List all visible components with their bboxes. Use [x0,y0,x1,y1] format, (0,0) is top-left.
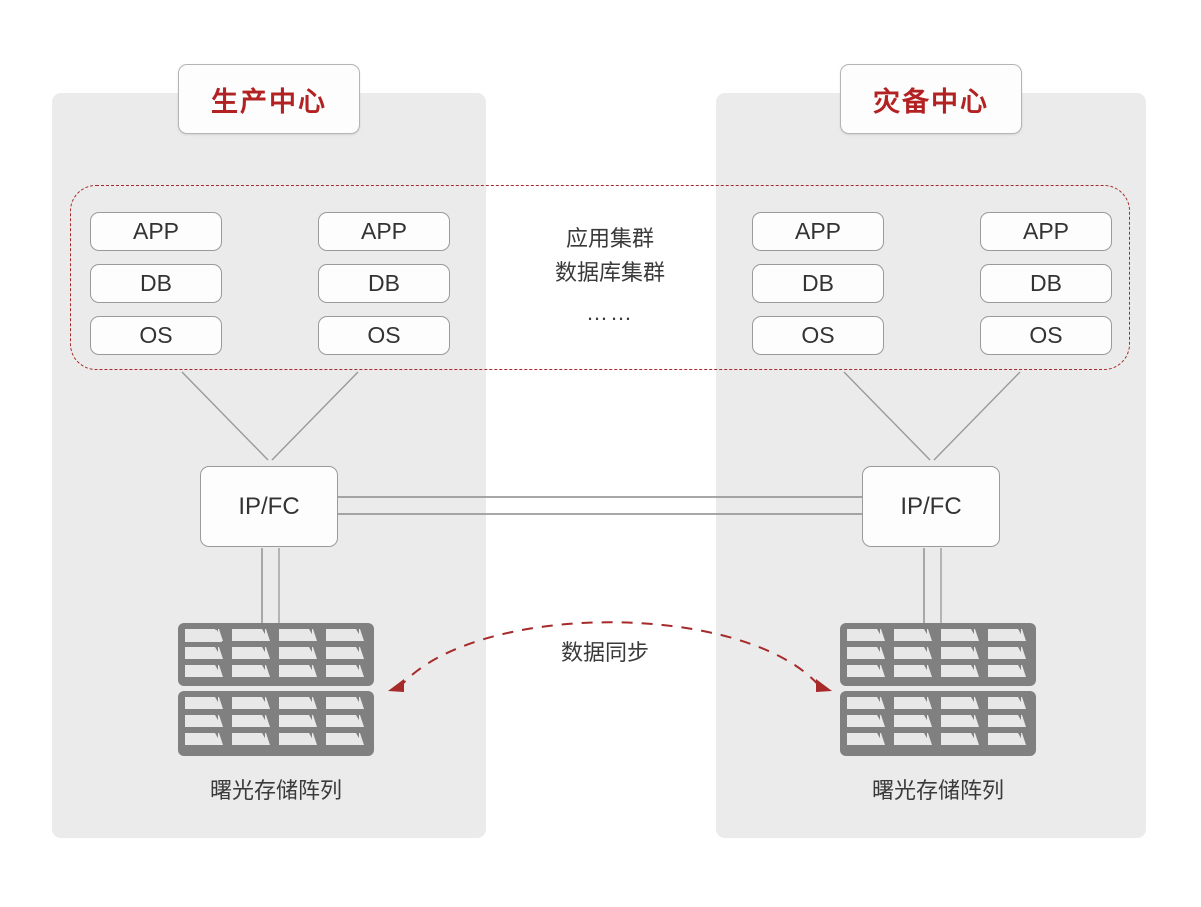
production-fabric-ipfc: IP/FC [200,466,338,547]
production-stack1-db: DB [90,264,222,303]
dr-stack2-db: DB [980,264,1112,303]
dr-stack1-app: APP [752,212,884,251]
dr-stack2-app: APP [980,212,1112,251]
dr-stack2-os: OS [980,316,1112,355]
production-stack1-os: OS [90,316,222,355]
production-stack2-db: DB [318,264,450,303]
data-sync-label: 数据同步 [560,640,649,665]
cluster-caption-ellipsis: …… [586,300,634,325]
dr-storage-label: 曙光存储阵列 [871,778,1004,803]
dr-storage-array-icon [840,623,1036,756]
dr-stack1-os: OS [752,316,884,355]
production-storage-array-icon [178,623,374,756]
cluster-caption: 应用集群 数据库集群 …… [500,222,720,330]
site-title-dr: 灾备中心 [840,64,1022,134]
cluster-caption-line1: 应用集群 [565,226,654,251]
production-storage-label: 曙光存储阵列 [209,778,342,803]
dr-fabric-ipfc: IP/FC [862,466,1000,547]
production-stack1-app: APP [90,212,222,251]
dr-stack1-db: DB [752,264,884,303]
cluster-boundary-dashed [70,185,1130,370]
production-stack2-os: OS [318,316,450,355]
production-stack2-app: APP [318,212,450,251]
site-title-production: 生产中心 [178,64,360,134]
cluster-caption-line2: 数据库集群 [554,260,665,285]
